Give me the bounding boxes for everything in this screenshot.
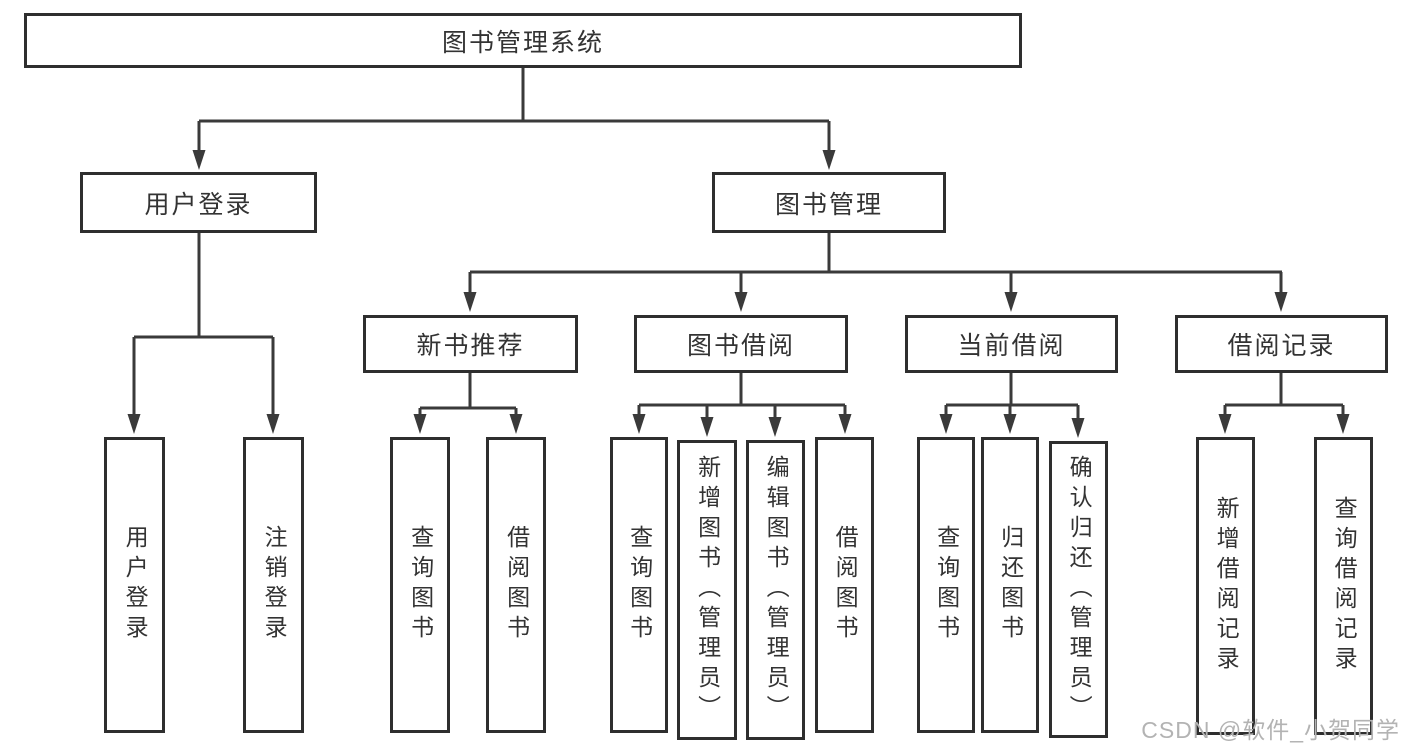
- node-book-borrowing: 图书借阅: [634, 315, 848, 373]
- leaf-add-books-admin: 新增图书（管理员）: [677, 440, 737, 740]
- leaf-newbooks-borrow-books: 借阅图书: [486, 437, 546, 733]
- leaf-borrowing-borrow-books-label: 借阅图书: [832, 525, 859, 645]
- arrow-down-icon: [509, 414, 523, 434]
- leaf-return-books-label: 归还图书: [997, 525, 1024, 645]
- arrow-down-icon: [822, 150, 836, 170]
- arrow-down-icon: [1336, 414, 1350, 434]
- arrow-down-icon: [1003, 414, 1017, 434]
- arrow-down-icon: [192, 150, 206, 170]
- leaf-borrowing-borrow-books: 借阅图书: [815, 437, 874, 733]
- leaf-newbooks-borrow-books-label: 借阅图书: [503, 525, 530, 645]
- leaf-add-borrow-record: 新增借阅记录: [1196, 437, 1255, 735]
- csdn-watermark: CSDN @软件_小贺同学: [1141, 717, 1400, 743]
- arrow-down-icon: [463, 292, 477, 312]
- leaf-newbooks-query-books: 查询图书: [390, 437, 450, 733]
- arrow-down-icon: [768, 417, 782, 437]
- arrow-down-icon: [838, 414, 852, 434]
- leaf-edit-books-admin: 编辑图书（管理员）: [746, 440, 805, 740]
- leaf-query-borrow-record-label: 查询借阅记录: [1331, 496, 1358, 676]
- node-user-login: 用户登录: [80, 172, 317, 233]
- arrow-down-icon: [734, 292, 748, 312]
- leaf-edit-books-admin-label: 编辑图书（管理员）: [763, 455, 790, 725]
- leaf-borrowing-query-books: 查询图书: [610, 437, 668, 733]
- arrow-down-icon: [127, 414, 141, 434]
- leaf-query-borrow-record: 查询借阅记录: [1314, 437, 1373, 735]
- arrow-down-icon: [413, 414, 427, 434]
- arrow-down-icon: [1004, 292, 1018, 312]
- leaf-borrowing-query-books-label: 查询图书: [626, 525, 653, 645]
- arrow-down-icon: [1071, 418, 1085, 438]
- leaf-current-query-books: 查询图书: [917, 437, 975, 733]
- leaf-user-login-label: 用户登录: [122, 525, 149, 645]
- node-current-borrowing: 当前借阅: [905, 315, 1118, 373]
- leaf-user-login: 用户登录: [104, 437, 165, 733]
- arrow-down-icon: [1218, 414, 1232, 434]
- node-new-book-recommendation: 新书推荐: [363, 315, 578, 373]
- leaf-logout-label: 注销登录: [261, 525, 288, 645]
- node-borrowing-records: 借阅记录: [1175, 315, 1388, 373]
- arrow-down-icon: [939, 414, 953, 434]
- node-book-management: 图书管理: [712, 172, 946, 233]
- leaf-logout: 注销登录: [243, 437, 304, 733]
- leaf-confirm-return-admin-label: 确认归还（管理员）: [1066, 454, 1093, 725]
- leaf-return-books: 归还图书: [981, 437, 1039, 733]
- leaf-confirm-return-admin: 确认归还（管理员）: [1049, 441, 1108, 738]
- leaf-current-query-books-label: 查询图书: [933, 525, 960, 645]
- arrow-down-icon: [1274, 292, 1288, 312]
- arrow-down-icon: [266, 414, 280, 434]
- leaf-add-borrow-record-label: 新增借阅记录: [1213, 496, 1240, 676]
- leaf-add-books-admin-label: 新增图书（管理员）: [694, 455, 721, 725]
- arrow-down-icon: [632, 414, 646, 434]
- leaf-newbooks-query-books-label: 查询图书: [407, 525, 434, 645]
- arrow-down-icon: [700, 417, 714, 437]
- node-library-management-system: 图书管理系统: [24, 13, 1022, 68]
